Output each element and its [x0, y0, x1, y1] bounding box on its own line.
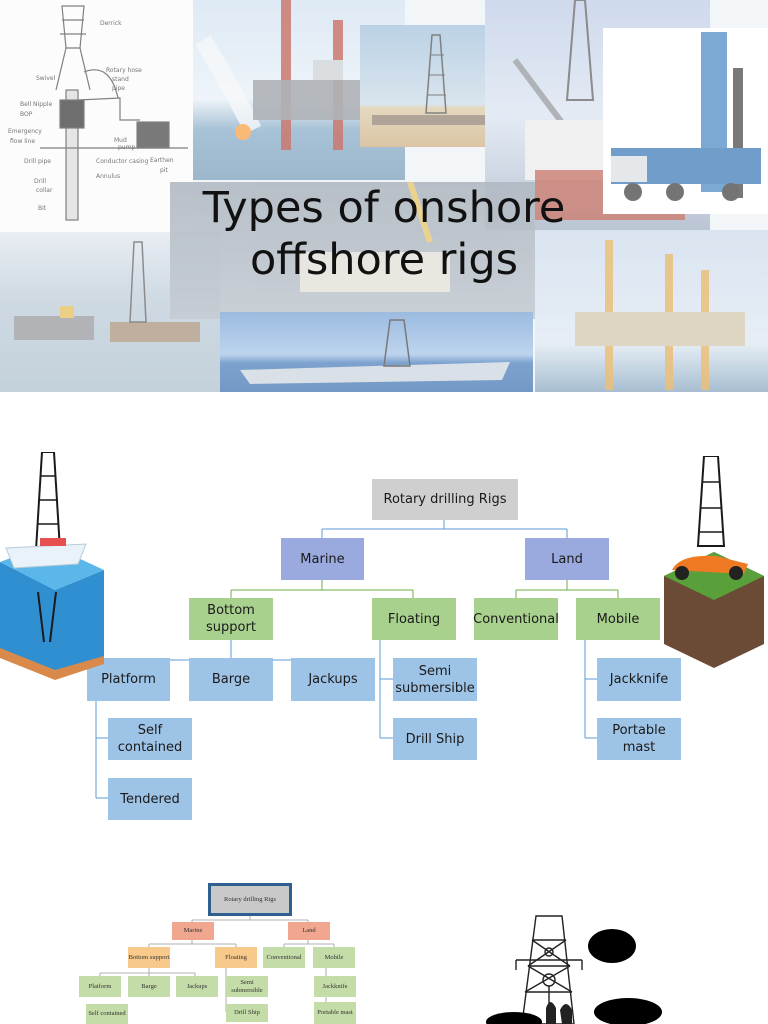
schematic-label: Derrick: [100, 20, 122, 27]
mini-node-jackups: Jackups: [176, 976, 218, 997]
schematic-label: Mud: [114, 137, 127, 144]
node-jackups: Jackups: [291, 658, 375, 701]
node-platform: Platform: [87, 658, 170, 701]
schematic-label: Annulus: [96, 173, 120, 180]
mini-node-barge: Barge: [128, 976, 170, 997]
mini-node-land: Land: [288, 922, 330, 940]
mini-node-floating: Floating: [215, 947, 257, 968]
mini-node-self-contained: Self contained: [86, 1004, 128, 1024]
node-tendered: Tendered: [108, 778, 192, 820]
schematic-label: Drill: [34, 178, 46, 185]
node-land: Land: [525, 538, 609, 580]
title-line-2: offshore rigs: [249, 235, 519, 285]
schematic-label: pipe: [112, 85, 125, 92]
mini-node-rotary-drilling-rigs: Rotary drilling Rigs: [208, 883, 292, 916]
node-drill-ship: Drill Ship: [393, 718, 477, 760]
node-barge: Barge: [189, 658, 273, 701]
node-portable-mast: Portable mast: [597, 718, 681, 760]
rig-classification-slide: Rotary drilling Rigs Marine Land Bottom …: [0, 426, 768, 846]
slide-title: Types of onshore offshore rigs: [168, 182, 600, 286]
node-bottom-support: Bottom support: [189, 598, 273, 640]
mini-node-portable-mast: Portable mast: [314, 1002, 356, 1024]
schematic-label: stand: [112, 76, 129, 83]
schematic-label: collar: [36, 187, 53, 194]
truck-mounted-rig-photo: [603, 28, 768, 214]
node-mobile: Mobile: [576, 598, 660, 640]
derrick-line-drawing: [486, 915, 662, 1024]
mini-node-conventional: Conventional: [263, 947, 305, 968]
mini-node-mobile: Mobile: [313, 947, 355, 968]
mini-node-platform: Platform: [79, 976, 121, 997]
mini-node-semi-submersible: Semi submersible: [226, 976, 268, 997]
drilling-schematic-image: Derrick Swivel Rotary hose stand pipe Be…: [0, 0, 193, 232]
schematic-label: Conductor casing: [96, 158, 149, 165]
node-marine: Marine: [281, 538, 364, 580]
title-line-1: Types of onshore: [202, 183, 566, 233]
land-rig-illustration: [664, 456, 764, 668]
schematic-label: flow line: [10, 138, 35, 145]
mini-node-drill-ship: Drill Ship: [226, 1004, 268, 1022]
mini-node-marine: Marine: [172, 922, 214, 940]
node-jackknife: Jackknife: [597, 658, 681, 701]
mini-classification-slide: Rotary drilling Rigs Marine Land Bottom …: [0, 858, 768, 1024]
schematic-label: pump: [118, 144, 135, 151]
platform-deck-photo: [170, 182, 535, 319]
schematic-label: Bell Nipple: [20, 101, 52, 108]
mini-node-jackknife: Jackknife: [314, 976, 356, 997]
schematic-label: Rotary hose: [106, 67, 142, 74]
node-conventional: Conventional: [473, 598, 559, 640]
node-rotary-drilling-rigs: Rotary drilling Rigs: [372, 479, 518, 520]
drill-ship-photo: [220, 312, 533, 392]
schematic-label: Drill pipe: [24, 158, 51, 165]
node-semi-submersible: Semi submersible: [393, 658, 477, 701]
collage-slide: Derrick Swivel Rotary hose stand pipe Be…: [0, 0, 768, 392]
node-floating: Floating: [372, 598, 456, 640]
jackup-platform-photo: [535, 230, 768, 392]
schematic-label: Earthen: [150, 157, 174, 164]
mini-node-bottom-support: Bottom support: [128, 947, 170, 968]
schematic-label: Swivel: [36, 75, 56, 82]
schematic-label: pit: [160, 167, 168, 174]
offshore-rig-illustration: [0, 452, 104, 680]
schematic-label: Emergency: [8, 128, 42, 135]
schematic-label: BOP: [20, 111, 33, 118]
node-self-contained: Self contained: [108, 718, 192, 760]
schematic-label: Bit: [38, 205, 47, 212]
